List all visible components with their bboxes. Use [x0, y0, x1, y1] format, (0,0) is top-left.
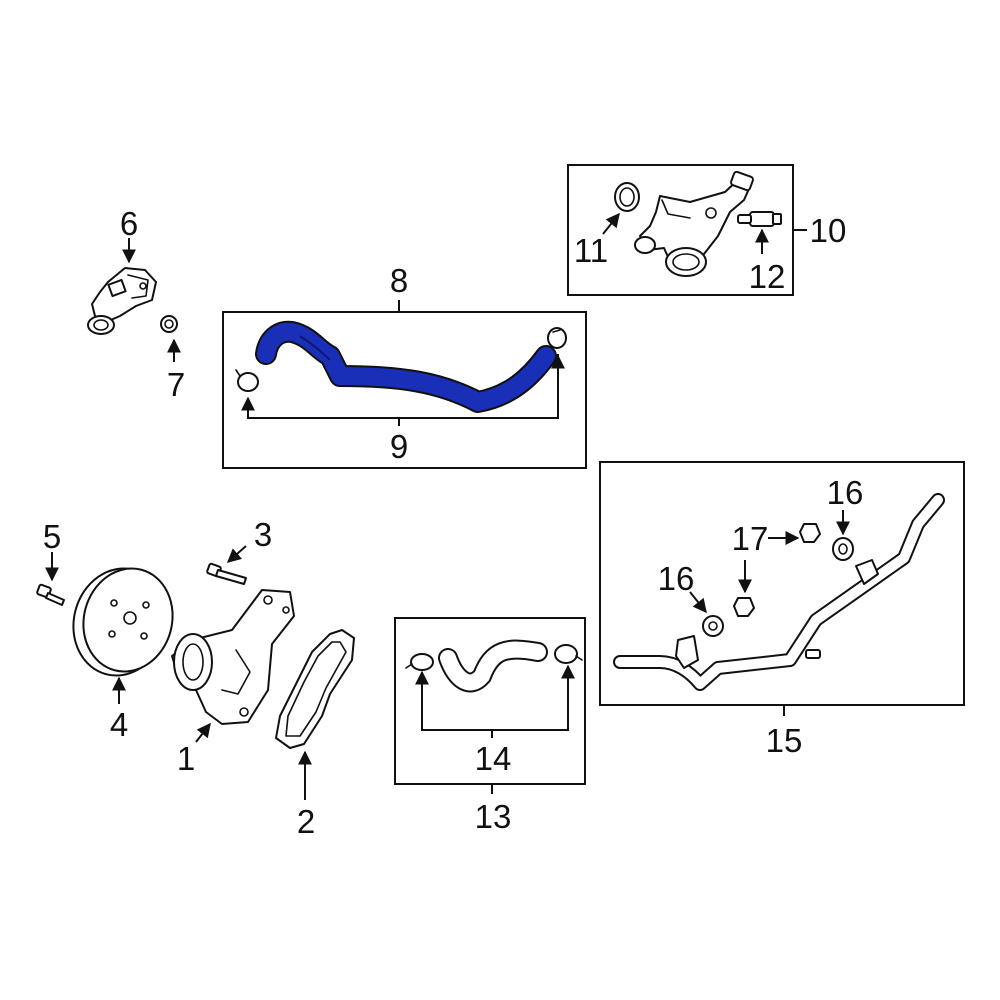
pulley-bolt-part[interactable] [36, 583, 65, 606]
callout-12: 12 [749, 258, 786, 295]
leader-11 [602, 212, 620, 235]
lower-hose-clamp-right-part[interactable] [554, 644, 583, 664]
callout-4: 4 [110, 706, 128, 743]
callout-1: 1 [177, 740, 195, 777]
water-pump-part[interactable] [171, 589, 295, 725]
callout-6: 6 [120, 205, 138, 242]
callout-16a: 16 [658, 560, 695, 597]
leader-16a [689, 591, 707, 614]
water-pump-pulley-part[interactable] [62, 558, 184, 686]
callout-8: 8 [390, 262, 408, 299]
hose-clamp-left-part[interactable] [235, 369, 259, 392]
callout-11: 11 [574, 232, 608, 269]
temperature-sensor-part[interactable] [737, 211, 782, 227]
hose-clamp-right-part[interactable] [547, 327, 567, 349]
pump-bolt-part[interactable] [206, 562, 247, 585]
bushing-lower-part[interactable] [702, 615, 724, 637]
bypass-pipe-group-box [599, 461, 965, 706]
water-pump-gasket-part[interactable] [275, 629, 355, 749]
callout-3: 3 [254, 516, 272, 553]
clip-upper-part[interactable] [799, 523, 821, 543]
leader-14-bracket [421, 670, 569, 731]
leader-1 [195, 722, 211, 743]
callout-10: 10 [810, 212, 847, 249]
callout-5: 5 [43, 518, 61, 555]
callout-16b: 16 [827, 474, 864, 511]
bypass-pipe-part[interactable] [613, 493, 945, 691]
clip-lower-part[interactable] [733, 597, 755, 617]
callout-17: 17 [732, 520, 769, 557]
water-outlet-housing-part[interactable] [634, 170, 754, 277]
callout-15: 15 [766, 722, 803, 759]
bushing-upper-part[interactable] [832, 537, 854, 561]
upper-radiator-hose-part[interactable] [255, 320, 557, 413]
callout-14: 14 [475, 740, 512, 777]
lower-hose-clamp-left-part[interactable] [405, 653, 434, 671]
lower-hose-part[interactable] [438, 639, 548, 693]
lower-hose-group-box [394, 617, 586, 785]
callout-13: 13 [475, 798, 512, 835]
upper-hose-group-box [222, 311, 587, 469]
callout-2: 2 [297, 803, 315, 840]
callout-9: 9 [390, 428, 408, 465]
thermostat-housing-part[interactable] [87, 267, 157, 335]
o-ring-part[interactable] [614, 182, 640, 212]
thermostat-gasket-part[interactable] [160, 315, 178, 333]
callout-7: 7 [167, 366, 185, 403]
leader-3 [226, 545, 247, 563]
